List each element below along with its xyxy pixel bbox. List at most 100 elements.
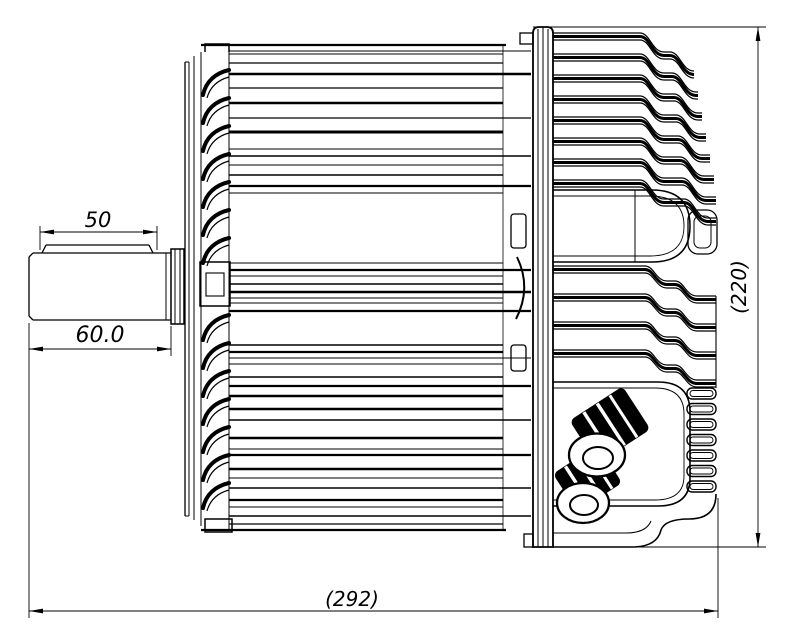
- stator-body: [201, 43, 531, 532]
- fin-tip-hook: [201, 313, 231, 342]
- cap-fin-mid: [553, 349, 716, 381]
- rect-shape: [170, 248, 185, 325]
- arrowhead: [143, 229, 157, 235]
- cap-fin-mid: [553, 272, 716, 304]
- fin-tip-hook: [201, 397, 231, 426]
- cap-fin-mid: [553, 321, 716, 353]
- fin-tip-hook: [201, 96, 231, 125]
- fin-tip-hook-inner: [206, 405, 230, 428]
- fin-tip-hook-inner: [206, 188, 230, 211]
- cap-fin-mid: [553, 356, 716, 388]
- rear-endcap-column-inner: [693, 215, 712, 249]
- fin-tip-hook-inner: [206, 216, 230, 239]
- fin-tip-hook-inner: [206, 132, 230, 155]
- rect-shape: [510, 344, 527, 372]
- dim-key-length-text: 50: [85, 208, 112, 232]
- cap-fin-mid: [553, 352, 716, 385]
- endshield-boss-inner: [205, 272, 225, 297]
- fin-tip-hook: [201, 208, 231, 237]
- arrowhead: [29, 346, 43, 352]
- cap-fin-mid: [553, 328, 716, 360]
- rear-fin-ring-inner: [689, 452, 714, 459]
- cap-fin-top: [553, 35, 695, 76]
- rear-endcap-bottom-contour: [553, 493, 717, 548]
- line-shape: [148, 244, 154, 254]
- rear-fin-ring: [686, 464, 717, 478]
- dim-overall-height: (220): [533, 26, 766, 548]
- path-shape: [553, 493, 717, 548]
- cap-fin-top: [553, 140, 714, 181]
- cap-fin-top: [553, 81, 702, 121]
- rear-fin-ring-inner: [689, 436, 714, 444]
- path-shape: [553, 195, 685, 257]
- gland-hole: [582, 446, 614, 470]
- stator-fins: [229, 50, 531, 525]
- endshield-fin-tips: [201, 68, 231, 512]
- arrowhead: [29, 608, 43, 614]
- shaft-key: [41, 244, 154, 254]
- path-shape: [553, 520, 652, 534]
- flange-bottom-foot: [523, 533, 534, 548]
- dim-overall-length: (292): [29, 498, 719, 618]
- gland-hole: [569, 494, 599, 516]
- rear-fin-ring: [686, 449, 717, 462]
- rear-fin-ring: [686, 418, 717, 431]
- cap-fin-top: [553, 60, 698, 100]
- arrowhead: [755, 533, 761, 547]
- line-shape: [595, 402, 626, 447]
- cap-fin-mid: [553, 268, 716, 301]
- fin-tip-hook: [201, 180, 231, 209]
- rear-fin-ring-inner: [689, 390, 714, 397]
- fin-tip-hook-inner: [206, 489, 230, 512]
- cap-fin-top: [553, 98, 706, 139]
- fin-tip-hook: [201, 68, 231, 97]
- arrowhead: [704, 608, 718, 614]
- fin-tip-hook: [201, 481, 231, 510]
- fin-tip-hook: [201, 369, 231, 398]
- endshield-boss: [199, 261, 231, 307]
- cap-fin-top: [553, 95, 706, 135]
- rear-fin-ring-inner: [689, 483, 714, 490]
- dimensions: 50 60.0 (292) (220): [28, 26, 766, 618]
- front-endshield: [184, 43, 233, 533]
- fin-tip-hook-inner: [206, 244, 230, 267]
- cap-fin-top: [553, 144, 714, 184]
- cap-fin-mid: [553, 296, 716, 329]
- cap-fin-top: [553, 56, 698, 97]
- path-shape: [553, 387, 685, 501]
- fin-tip-hook-inner: [206, 377, 230, 400]
- line-shape: [28, 252, 34, 258]
- rear-endcap-fins-mid: [553, 265, 716, 388]
- fin-tip-hook-inner: [206, 76, 230, 99]
- shaft-collar: [170, 248, 185, 325]
- rear-fin-ring: [686, 402, 717, 416]
- terminal-box: [553, 381, 691, 507]
- cap-fin-top: [553, 102, 706, 142]
- cap-fin-top: [553, 179, 716, 219]
- dim-overall-height-text: (220): [727, 260, 751, 314]
- fin-tip-hook-inner: [206, 160, 230, 183]
- rect-shape: [510, 213, 527, 249]
- dim-shaft-length-text: 60.0: [76, 323, 125, 348]
- line-shape: [28, 315, 34, 321]
- rear-endcap-fin-stack-right: [686, 387, 717, 493]
- arrowhead: [755, 27, 761, 41]
- rear-endcap-panel: [553, 189, 718, 263]
- dim-shaft-length: 60.0: [28, 323, 172, 618]
- rear-endcap: [553, 32, 718, 548]
- dim-overall-length-text: (292): [325, 587, 379, 611]
- fin-tip-hook: [201, 453, 231, 482]
- rear-fin-ring-inner: [689, 421, 714, 428]
- arrowhead: [157, 346, 171, 352]
- fin-tip-hook-inner: [206, 461, 230, 484]
- cap-fin-top: [553, 161, 716, 202]
- arrowhead: [40, 229, 54, 235]
- rear-fin-ring-inner: [689, 467, 714, 475]
- cap-fin-top: [553, 32, 695, 72]
- fin-tip-hook: [201, 124, 231, 153]
- cable-gland-upper: [567, 388, 649, 478]
- rear-endcap-column: [687, 209, 718, 255]
- cap-fin-top: [553, 77, 702, 118]
- fin-tip-hook-inner: [206, 104, 230, 127]
